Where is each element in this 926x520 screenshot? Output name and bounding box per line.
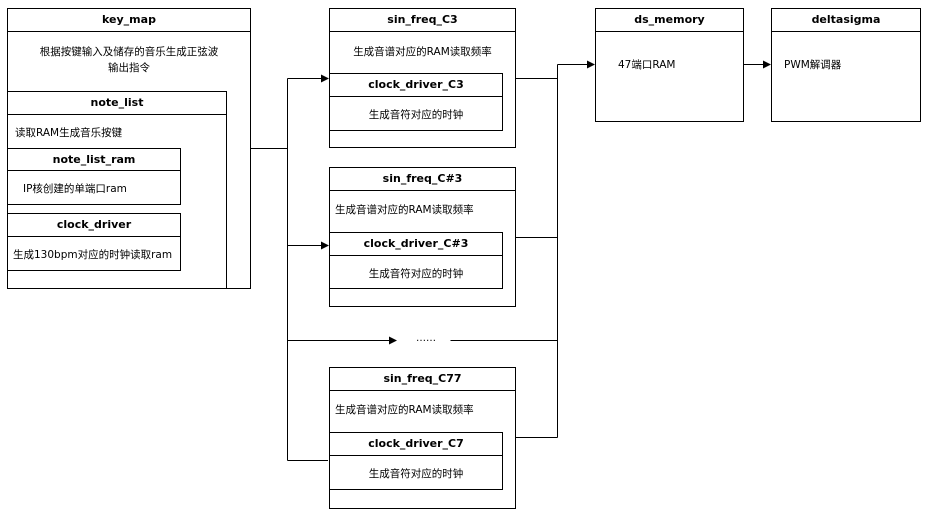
key-map-title: key_map <box>8 9 250 32</box>
clock-driver-c7-module: clock_driver_C7 生成音符对应的时钟 <box>329 432 503 490</box>
key-map-desc-line2: 输出指令 <box>108 62 150 74</box>
key-map-desc-line1: 根据按键输入及储存的音乐生成正弦波 <box>39 46 219 58</box>
deltasigma-desc: PWM解调器 <box>784 59 842 71</box>
clock-driver-cs3-module: clock_driver_C#3 生成音符对应的时钟 <box>329 232 503 289</box>
note-list-ram-desc: IP核创建的单端口ram <box>23 183 127 195</box>
ellipsis-label: …… <box>416 333 436 344</box>
note-list-title: note_list <box>8 92 226 115</box>
ds-memory-desc: 47端口RAM <box>618 59 676 71</box>
sin-freq-c77-desc: 生成音谱对应的RAM读取频率 <box>335 404 474 416</box>
clock-driver-cs3-title: clock_driver_C#3 <box>330 233 502 256</box>
clock-driver-c7-title: clock_driver_C7 <box>330 433 502 456</box>
note-list-ram-title: note_list_ram <box>8 149 180 171</box>
clock-driver-c3-desc: 生成音符对应的时钟 <box>368 109 464 121</box>
clock-driver-c3-title: clock_driver_C3 <box>330 74 502 97</box>
clock-driver-desc: 生成130bpm对应的时钟读取ram <box>13 249 173 261</box>
deltasigma-title: deltasigma <box>772 9 920 32</box>
clock-driver-c3-module: clock_driver_C3 生成音符对应的时钟 <box>329 73 503 131</box>
clock-driver-module: clock_driver 生成130bpm对应的时钟读取ram <box>7 213 181 271</box>
sin-freq-c3-title: sin_freq_C3 <box>330 9 515 32</box>
sin-freq-cs3-title: sin_freq_C#3 <box>330 168 515 191</box>
note-list-ram-module: note_list_ram IP核创建的单端口ram <box>7 148 181 205</box>
deltasigma-module: deltasigma PWM解调器 <box>771 8 921 122</box>
clock-driver-cs3-desc: 生成音符对应的时钟 <box>368 268 464 280</box>
sin-freq-cs3-desc: 生成音谱对应的RAM读取频率 <box>335 204 474 216</box>
sin-freq-c77-title: sin_freq_C77 <box>330 368 515 391</box>
ds-memory-title: ds_memory <box>596 9 743 32</box>
clock-driver-c7-desc: 生成音符对应的时钟 <box>368 468 464 480</box>
ds-memory-module: ds_memory 47端口RAM <box>595 8 744 122</box>
note-list-desc: 读取RAM生成音乐按键 <box>15 127 123 139</box>
clock-driver-title: clock_driver <box>8 214 180 237</box>
sin-freq-c3-desc: 生成音谱对应的RAM读取频率 <box>353 46 492 58</box>
